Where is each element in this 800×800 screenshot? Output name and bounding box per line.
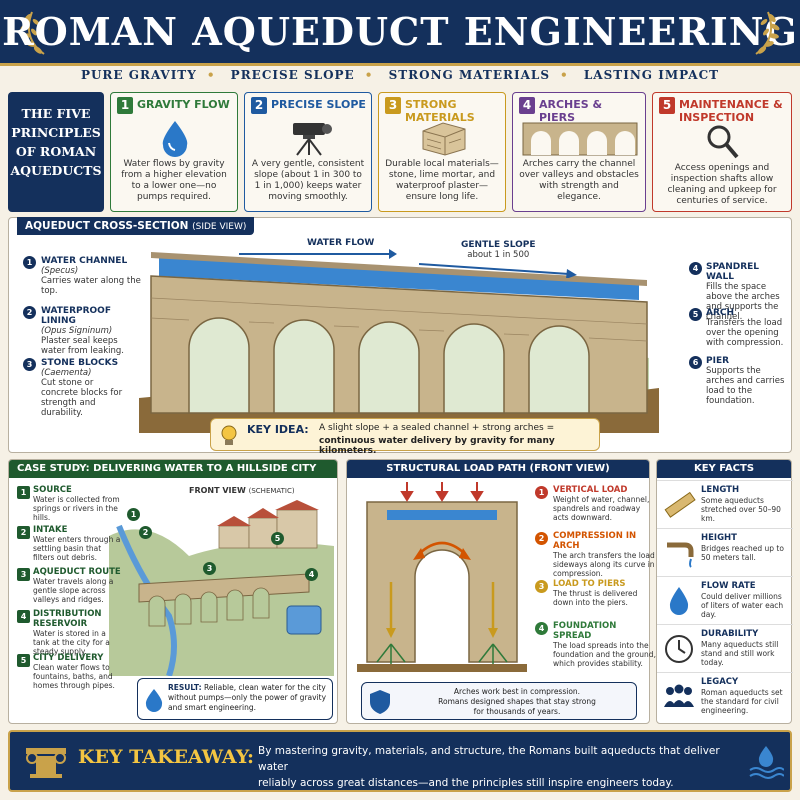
principle-number: 2: [251, 97, 267, 114]
header-banner: ROMAN AQUEDUCT ENGINEERING: [0, 0, 800, 66]
principle-title: STRONG MATERIALS: [405, 98, 475, 124]
column-capital-icon: [26, 748, 66, 778]
key-idea-label: KEY IDEA:: [247, 423, 309, 436]
map-marker-2: 2: [139, 526, 152, 539]
compression-note: Arches work best in compression.Romans d…: [361, 682, 637, 720]
map-marker-5: 5: [271, 532, 284, 545]
principle-number: 3: [385, 97, 401, 114]
slope-arrow-icon: [419, 263, 577, 278]
principle-title: GRAVITY FLOW: [137, 98, 230, 111]
lightbulb-icon: [221, 425, 237, 445]
faucet-icon: [667, 542, 694, 568]
load-path-title: STRUCTURAL LOAD PATH (FRONT VIEW): [347, 460, 649, 478]
principle-card-arches: 4 ARCHES & PIERS Arches carry the channe…: [512, 92, 646, 212]
subtitle-item: LASTING IMPACT: [583, 68, 720, 82]
front-view-label: FRONT VIEW (SCHEMATIC): [189, 486, 295, 495]
arches-icon: [522, 122, 638, 156]
result-text: RESULT: Reliable, clean water for the ci…: [168, 683, 327, 712]
case-study-panel: CASE STUDY: DELIVERING WATER TO A HILLSI…: [8, 459, 338, 724]
water-drop-icon: [669, 587, 689, 615]
result-box: RESULT: Reliable, clean water for the ci…: [137, 678, 333, 720]
laurel-right-icon: [755, 11, 780, 55]
key-idea-box: KEY IDEA: A slight slope + a sealed chan…: [210, 418, 600, 456]
principle-number: 5: [659, 97, 675, 114]
principle-number: 4: [519, 97, 535, 114]
label-number: 2: [23, 306, 36, 319]
cross-section-panel: AQUEDUCT CROSS-SECTION (SIDE VIEW) WATER…: [8, 217, 792, 453]
key-idea-line2: continuous water delivery by gravity for…: [319, 436, 555, 456]
water-flow-arrow-icon: [239, 249, 397, 259]
subtitle-item: PURE GRAVITY: [80, 68, 197, 82]
principle-title: PRECISE SLOPE: [271, 98, 366, 111]
surveying-level-icon: [293, 123, 332, 156]
aqueduct-illustration: [139, 252, 659, 433]
water-drop-icon: [145, 689, 163, 712]
principle-number: 1: [117, 97, 133, 114]
water-flow-label: WATER FLOW: [307, 238, 375, 248]
principle-card-maintenance: 5 MAINTENANCE & INSPECTION Access openin…: [652, 92, 792, 212]
subtitle-item: STRONG MATERIALS: [388, 68, 550, 82]
label-water-channel: WATER CHANNEL(Specus)Carries water along…: [41, 256, 141, 296]
magnifier-icon: [707, 125, 739, 159]
principle-text: Access openings and inspection shafts al…: [667, 163, 777, 206]
page-title: ROMAN AQUEDUCT ENGINEERING: [2, 9, 798, 54]
principle-title: MAINTENANCE & INSPECTION: [679, 98, 783, 124]
label-stone-blocks: STONE BLOCKS(Caementa)Cut stone or concr…: [41, 358, 123, 418]
takeaway-label: KEY TAKEAWAY:: [78, 746, 254, 768]
subtitle-item: PRECISE SLOPE: [230, 68, 355, 82]
people-icon: [664, 684, 694, 707]
label-number: 4: [689, 262, 702, 275]
key-facts-title: KEY FACTS: [657, 460, 791, 478]
principle-text: Durable local materials—stone, lime mort…: [385, 159, 499, 202]
stone-block-icon: [422, 122, 466, 156]
principle-card-slope: 2 PRECISE SLOPE A very gentle, consisten…: [244, 92, 372, 212]
principle-text: Water flows by gravity from a higher ele…: [121, 159, 227, 202]
takeaway-text: By mastering gravity, materials, and str…: [258, 745, 720, 789]
principle-title: ARCHES & PIERS: [539, 98, 603, 124]
principle-text: Arches carry the channel over valleys an…: [519, 159, 639, 202]
cross-section-title: AQUEDUCT CROSS-SECTION (SIDE VIEW): [17, 217, 255, 235]
ruler-icon: [664, 491, 696, 518]
water-drop-icon: [162, 121, 188, 157]
arch-load-diagram: [357, 482, 527, 672]
principle-text: A very gentle, consistent slope (about 1…: [251, 159, 365, 202]
subtitle-bar: PURE GRAVITY• PRECISE SLOPE• STRONG MATE…: [80, 68, 720, 82]
map-marker-3: 3: [203, 562, 216, 575]
label-number: 1: [23, 256, 36, 269]
label-number: 5: [689, 308, 702, 321]
key-idea-line1: A slight slope + a sealed channel + stro…: [319, 423, 555, 433]
principle-card-gravity: 1 GRAVITY FLOW Water flows by gravity fr…: [110, 92, 238, 212]
clock-icon: [665, 635, 693, 663]
water-waves-icon: [749, 746, 784, 779]
city-illustration: [109, 500, 334, 676]
compression-note-text: Arches work best in compression.Romans d…: [438, 687, 596, 716]
principle-card-materials: 3 STRONG MATERIALS Durable local materia…: [378, 92, 506, 212]
shield-icon: [370, 690, 390, 714]
label-waterproof-lining: WATERPROOF LINING(Opus Signinum)Plaster …: [41, 306, 124, 356]
case-study-title: CASE STUDY: DELIVERING WATER TO A HILLSI…: [9, 460, 337, 478]
label-number: 6: [689, 356, 702, 369]
laurel-left-icon: [20, 11, 45, 55]
label-number: 3: [23, 358, 36, 371]
map-marker-1: 1: [127, 508, 140, 521]
five-principles-title: THE FIVE PRINCIPLES OF ROMAN AQUEDUCTS: [8, 92, 104, 212]
map-marker-4: 4: [305, 568, 318, 581]
key-takeaway-banner: KEY TAKEAWAY: By mastering gravity, mate…: [8, 730, 792, 792]
